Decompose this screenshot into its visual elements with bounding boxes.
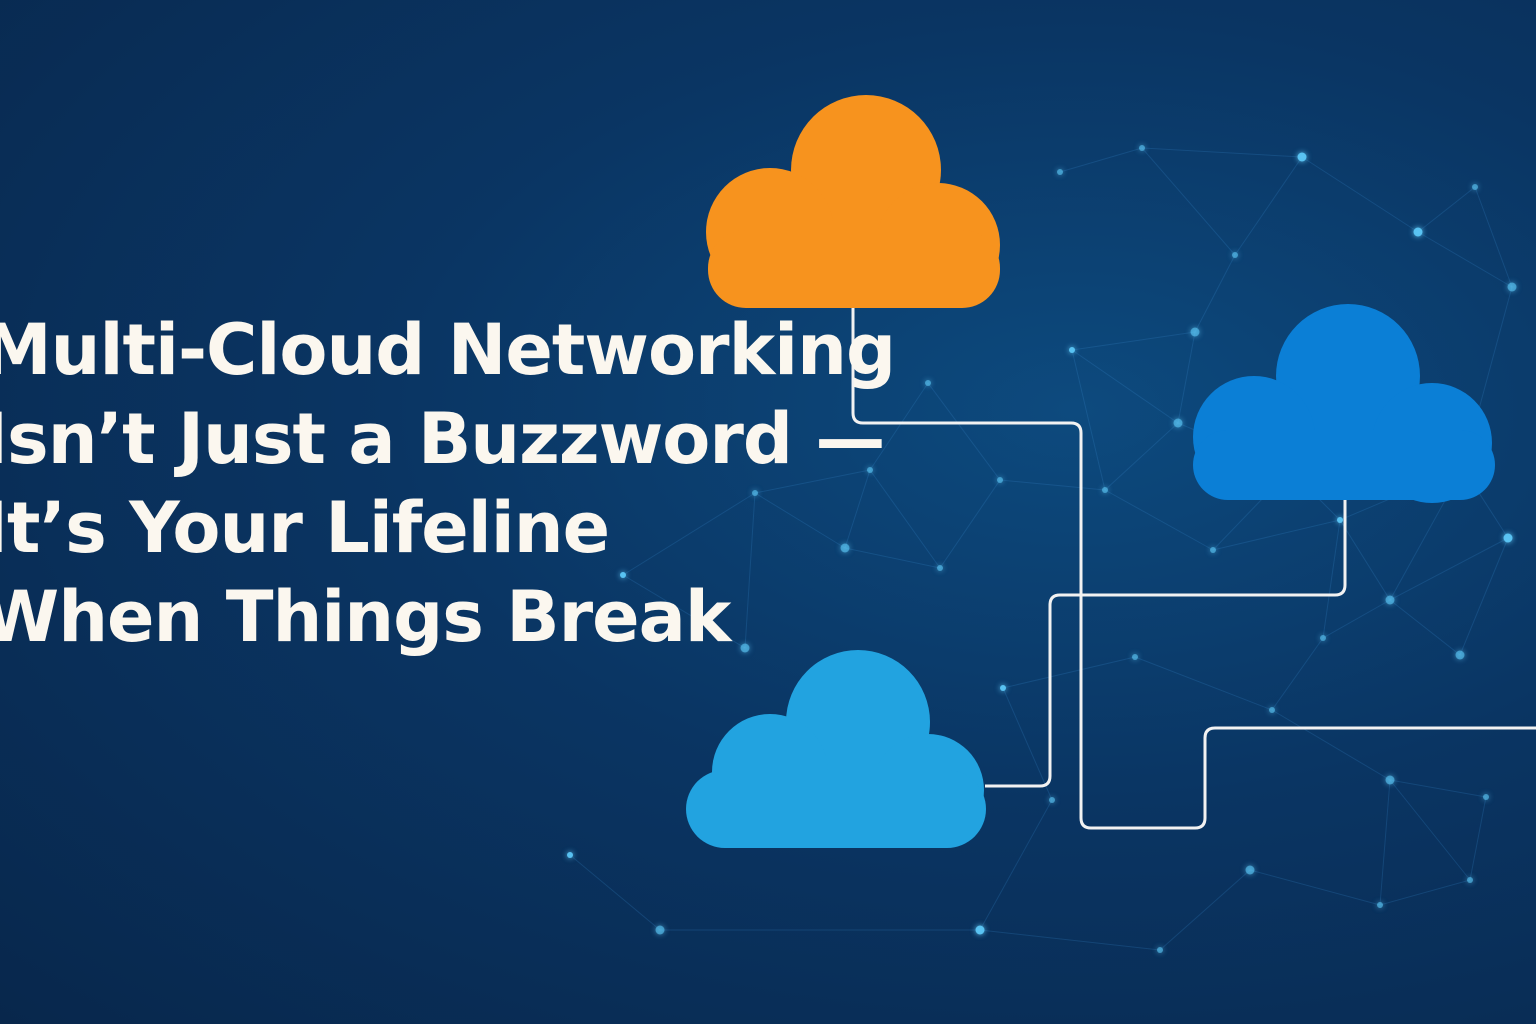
blue-cloud-icon bbox=[1193, 304, 1495, 503]
network-node bbox=[1173, 418, 1183, 428]
network-node bbox=[1377, 902, 1383, 908]
network-node bbox=[740, 643, 750, 653]
network-node bbox=[1157, 947, 1163, 953]
network-node bbox=[1069, 347, 1075, 353]
headline-line-4: When Things Break bbox=[0, 576, 731, 658]
network-node bbox=[1385, 595, 1395, 605]
network-node bbox=[620, 572, 626, 578]
orange-cloud-icon bbox=[706, 95, 1000, 308]
network-node bbox=[1102, 487, 1108, 493]
network-node bbox=[1049, 797, 1055, 803]
network-node bbox=[1297, 152, 1307, 162]
network-node bbox=[1232, 252, 1238, 258]
network-node bbox=[1057, 169, 1063, 175]
network-node bbox=[1139, 145, 1145, 151]
network-node bbox=[1337, 517, 1343, 523]
cloud-connectors bbox=[851, 300, 1536, 830]
network-node bbox=[1472, 184, 1478, 190]
network-node bbox=[1320, 635, 1326, 641]
network-node bbox=[1000, 685, 1006, 691]
network-node bbox=[997, 477, 1003, 483]
network-node bbox=[1210, 547, 1216, 553]
network-node bbox=[1467, 877, 1473, 883]
network-node bbox=[867, 467, 873, 473]
network-node bbox=[567, 852, 573, 858]
network-node bbox=[1190, 327, 1200, 337]
network-node bbox=[1269, 707, 1275, 713]
network-node bbox=[1385, 775, 1395, 785]
headline-line-2: Isn’t Just a Buzzword — bbox=[0, 398, 885, 480]
headline-line-1: Multi-Cloud Networking bbox=[0, 309, 896, 391]
network-node bbox=[1132, 654, 1138, 660]
network-node bbox=[1245, 865, 1255, 875]
network-node bbox=[752, 490, 758, 496]
network-mesh-lines bbox=[569, 147, 1513, 951]
connector-blue-cloud bbox=[985, 495, 1347, 788]
network-node bbox=[655, 925, 665, 935]
network-node bbox=[1507, 282, 1517, 292]
network-node bbox=[975, 925, 985, 935]
network-node bbox=[840, 543, 850, 553]
light-blue-cloud-icon bbox=[686, 650, 986, 848]
network-node bbox=[925, 380, 931, 386]
connector-orange-cloud bbox=[851, 300, 1536, 830]
network-node bbox=[1503, 533, 1513, 543]
network-node bbox=[1455, 650, 1465, 660]
headline-line-3: It’s Your Lifeline bbox=[0, 487, 610, 569]
network-node bbox=[1483, 794, 1489, 800]
network-node bbox=[1413, 227, 1423, 237]
headline: Multi-Cloud Networking Isn’t Just a Buzz… bbox=[0, 306, 896, 662]
network-node bbox=[937, 565, 943, 571]
